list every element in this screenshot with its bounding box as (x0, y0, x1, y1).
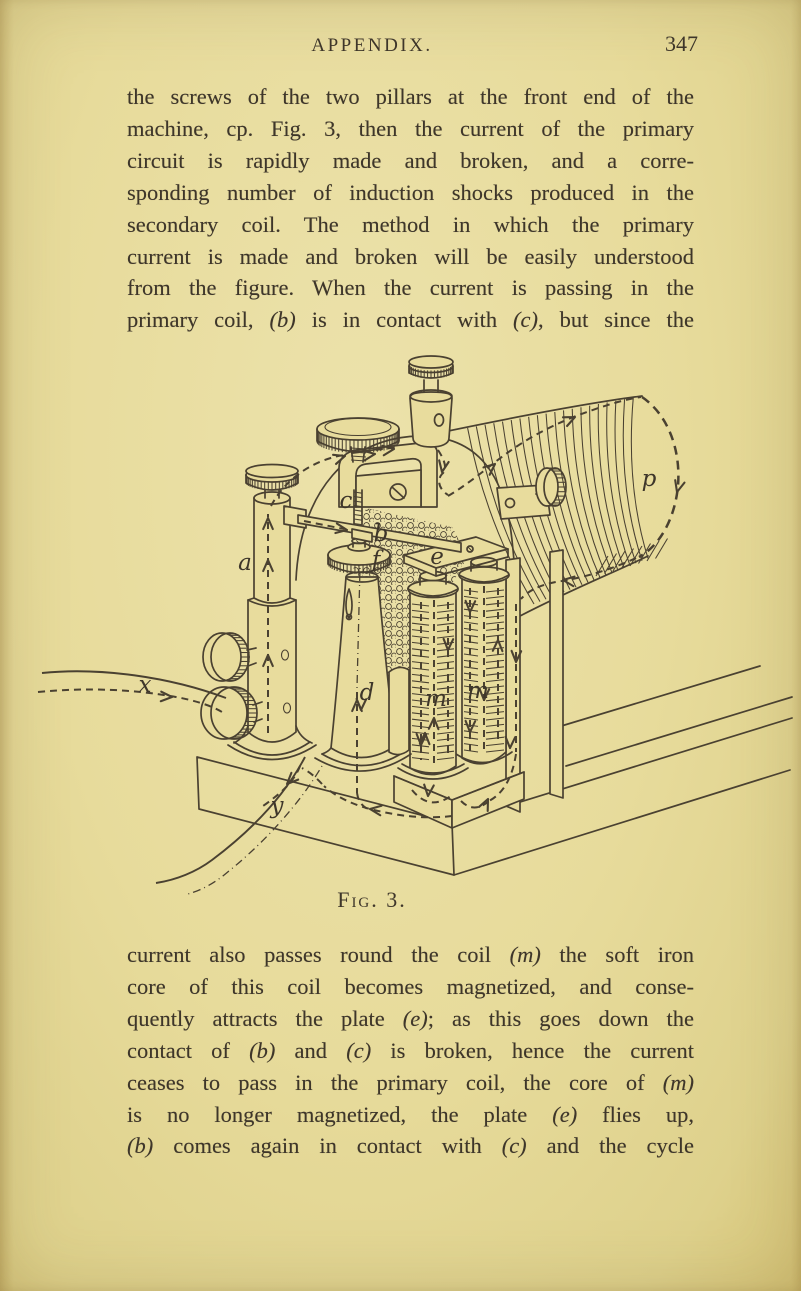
wires (41, 670, 306, 884)
figure-label-e: e (430, 544, 444, 570)
cone-pillar-d (314, 537, 412, 772)
text-line: circuit is rapidly made and broken, and … (127, 147, 694, 173)
text-line: secondary coil. The method in which the … (127, 211, 694, 237)
figure-label-x: x (139, 672, 152, 698)
knurl-ticks (223, 364, 566, 740)
primary-coils (393, 556, 525, 829)
support-planks (505, 549, 564, 813)
text-line: is no longer magnetized, the plate (e) f… (127, 1101, 694, 1127)
dash-dot-lines (187, 567, 361, 895)
text-line: primary coil, (b) is in contact with (c)… (127, 307, 694, 333)
figure-label-c: c (340, 488, 353, 514)
figure-label-m: m (425, 686, 447, 712)
coil-plinth (393, 775, 453, 829)
wire-x (41, 670, 227, 699)
figure-label-d: d (360, 680, 375, 706)
paragraph-bottom: current also passes round the coil (m) t… (127, 939, 694, 1162)
bracket-back-plate (355, 469, 422, 508)
pillar-hole (280, 649, 290, 661)
text-line: the screws of the two pillars at the fro… (127, 84, 694, 109)
text-line: contact of (b) and (c) is broken, hence … (127, 1037, 694, 1063)
cylinder-bottom-edge (519, 555, 649, 617)
running-title: APPENDIX. (311, 35, 433, 56)
induction-machine-engraving: a bc d e f mm p x y (37, 355, 793, 895)
text-line: core of this coil becomes magnetized, an… (127, 973, 694, 999)
knurled-knob (388, 666, 410, 756)
post-hole (433, 413, 445, 427)
text-line: current is made and broken will be easil… (127, 243, 694, 269)
contact-bracket (316, 355, 454, 539)
figure-label-b: b (374, 521, 389, 547)
direction-arrowheads (159, 415, 686, 817)
contact-b (351, 528, 373, 543)
paragraph-top: the screws of the two pillars at the fro… (127, 81, 694, 336)
text-line: quently attracts the plate (e); as this … (127, 1005, 694, 1031)
text-line: from the figure. When the current is pas… (127, 275, 694, 301)
text-line: current also passes round the coil (m) t… (127, 942, 694, 967)
text-line: (b) comes again in contact with (c) and … (127, 1133, 695, 1159)
page-number: 347 (665, 31, 698, 56)
figure-caption: Fig. 3. (337, 887, 407, 912)
binding-screw-lower (200, 686, 248, 740)
figure-label-p: p (642, 466, 657, 492)
terminal-hole (504, 497, 516, 509)
figure-label-a: a (238, 550, 252, 576)
adjusting-disc (316, 417, 400, 441)
cylinder-shadow-hatch (595, 538, 668, 577)
text-line: machine, cp. Fig. 3, then the current of… (127, 115, 694, 141)
slotted-screw (389, 483, 407, 501)
wire-y-dashdot (187, 765, 323, 895)
wire-y (155, 756, 306, 884)
text-line: sponding number of induction shocks prod… (127, 179, 694, 205)
figure-label-y: y (270, 793, 285, 819)
binding-post (409, 391, 453, 448)
teardrop-slot (345, 588, 353, 619)
cylinder-top-edge (423, 395, 643, 437)
cylinder-terminal (496, 467, 567, 520)
text-line: ceases to pass in the primary coil, the … (127, 1069, 694, 1095)
figure-label-f: f (370, 547, 384, 573)
pillar-a (200, 463, 317, 761)
binding-screw-upper (202, 632, 242, 682)
wire-x-dashed (37, 688, 223, 713)
pillar-hole (282, 702, 292, 714)
figure-label-m: m (467, 678, 489, 704)
